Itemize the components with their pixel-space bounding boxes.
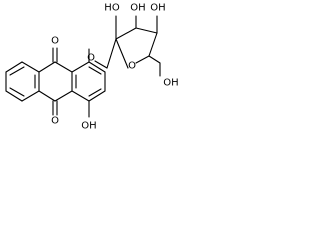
left-benzene-ring [5, 61, 40, 102]
atom-label-ketone-bottom: O [51, 116, 59, 127]
sugar-hydroxyl-bonds [115, 15, 161, 77]
atom-label-oh-top-right: OH [150, 3, 165, 14]
quinone-ring [38, 61, 73, 102]
molecule-diagram: HO OH OH OH O O O O OH [5, 3, 179, 132]
atom-label-oh-ch2: OH [163, 78, 178, 89]
atom-label-glycosidic-o: O [87, 53, 95, 64]
atom-label-ring-oxygen: O [128, 61, 136, 72]
substituent-bonds [88, 48, 108, 118]
atom-label-ho-top-left: HO [104, 3, 120, 14]
right-aromatic-ring [71, 61, 106, 102]
ketone-bonds [52, 47, 58, 116]
sugar-ring [106, 27, 158, 69]
atom-label-oh-top-mid: OH [130, 3, 145, 14]
atom-label-phenol-oh: OH [81, 121, 96, 132]
atom-label-ketone-top: O [51, 36, 59, 47]
structure-canvas: HO OH OH OH O O O O OH [0, 0, 188, 151]
